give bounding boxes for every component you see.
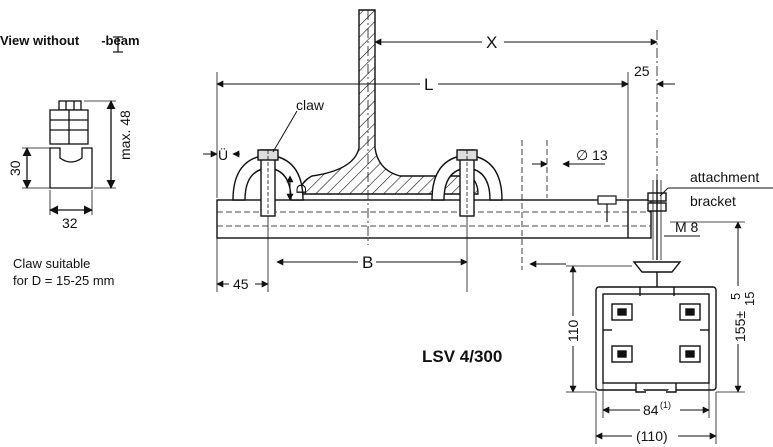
i-beam-symbol [113, 36, 123, 53]
model-label: LSV 4/300 [422, 347, 503, 366]
dim-d-label: D [293, 184, 309, 194]
mounting-rail [216, 199, 652, 239]
dim-30-label: 30 [7, 160, 23, 176]
dim-84-note: (1) [660, 400, 671, 410]
left-claw [232, 149, 304, 217]
side-view-title-text: View without [0, 33, 80, 48]
claw-label: claw [296, 97, 325, 113]
rail-bolt [597, 195, 617, 222]
attachment-bracket [632, 180, 682, 290]
dim-84-label: 84 [643, 402, 659, 418]
side-view [22, 36, 123, 215]
dim-155-label: 155± [732, 311, 748, 342]
dim-b-label: B [362, 253, 373, 272]
dim-x-label: X [486, 33, 497, 52]
claw-note: Claw suitable for D = 15-25 mm [13, 255, 115, 289]
dim-110-vertical-label: 110 [565, 319, 581, 342]
bracket-label: bracket [690, 193, 736, 209]
dim-110-bottom-label: (110) [636, 428, 668, 444]
dim-l-label: L [424, 75, 433, 94]
dim-32-label: 32 [62, 215, 78, 231]
dim-max48-label: max. 48 [117, 110, 133, 160]
attachment-label: attachment [690, 169, 759, 185]
claw-note-line2: for D = 15-25 mm [13, 273, 115, 288]
hole-dia-label: ∅ 13 [576, 147, 608, 163]
dim-155-tol-upper: 5 [728, 293, 743, 300]
dim-155-tol-lower: 15 [742, 292, 757, 306]
busbar-profile [595, 286, 717, 393]
claw-note-line1: Claw suitable [13, 256, 91, 271]
dim-45-label: 45 [233, 276, 249, 292]
i-beam-section [299, 9, 479, 195]
dim-u-label: Ü [218, 146, 228, 163]
side-view-title-suffix: -beam [101, 33, 140, 48]
dim-25-label: 25 [634, 63, 650, 79]
m8-label: M 8 [675, 219, 699, 235]
side-view-title: View without -beam [0, 33, 140, 48]
